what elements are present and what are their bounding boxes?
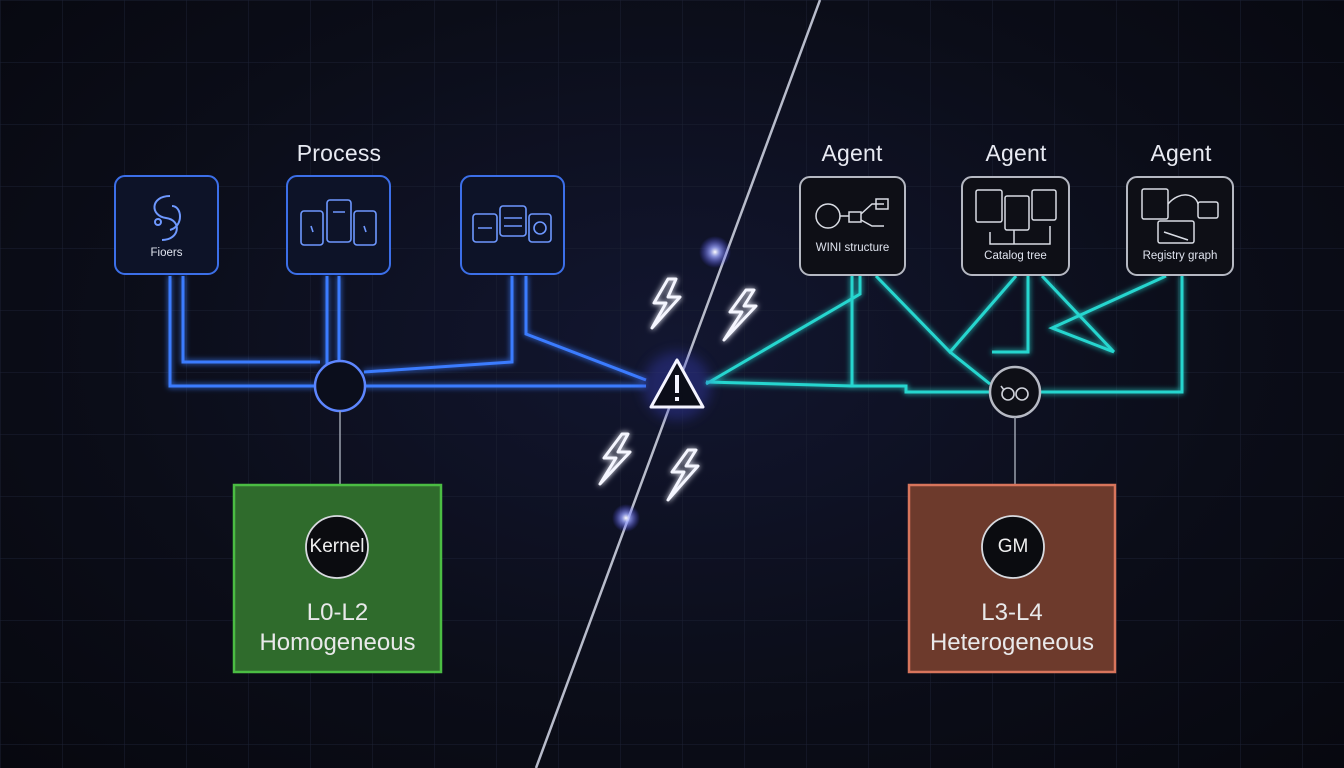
left-card-1-caption: Fioers [150,247,183,259]
left-column-title: Process [296,140,382,166]
catalog-tree-icon [975,189,1057,245]
process-glyph-icon [153,195,181,241]
right-card-1[interactable] [799,176,906,276]
registry-graph-icon [1141,188,1219,244]
left-card-3[interactable] [460,175,565,275]
warning-triangle-icon[interactable] [649,358,705,409]
right-wiring [705,274,1184,394]
right-box[interactable] [907,483,1117,674]
wiki-structure-icon [815,198,889,229]
right-card-1-caption: WINI structure [815,242,890,254]
right-card-2[interactable] [961,176,1070,276]
left-box[interactable] [232,483,443,674]
right-card-3-caption: Registry graph [1142,250,1218,262]
left-range-label: L0-L2 [306,599,369,626]
link-icon[interactable] [988,365,1042,419]
right-card-2-caption: Catalog tree [984,250,1047,262]
left-card-1[interactable] [114,175,219,275]
junction-icon[interactable] [313,359,367,413]
gm-label: GM [997,536,1029,557]
right-range-label: L3-L4 [981,599,1043,626]
right-column-title-3: Agent [1150,140,1212,166]
appliances-icon [472,205,552,243]
right-column-title-1: Agent [821,140,883,166]
kernel-label: Kernel [309,536,365,557]
left-card-2[interactable] [286,175,391,275]
right-kind-label: Heterogeneous [929,629,1095,656]
devices-icon [300,199,377,246]
lightning-bolt-icon [598,277,758,502]
right-column-title-2: Agent [985,140,1047,166]
right-card-3[interactable] [1126,176,1234,276]
left-kind-label: Homogeneous [259,629,416,656]
